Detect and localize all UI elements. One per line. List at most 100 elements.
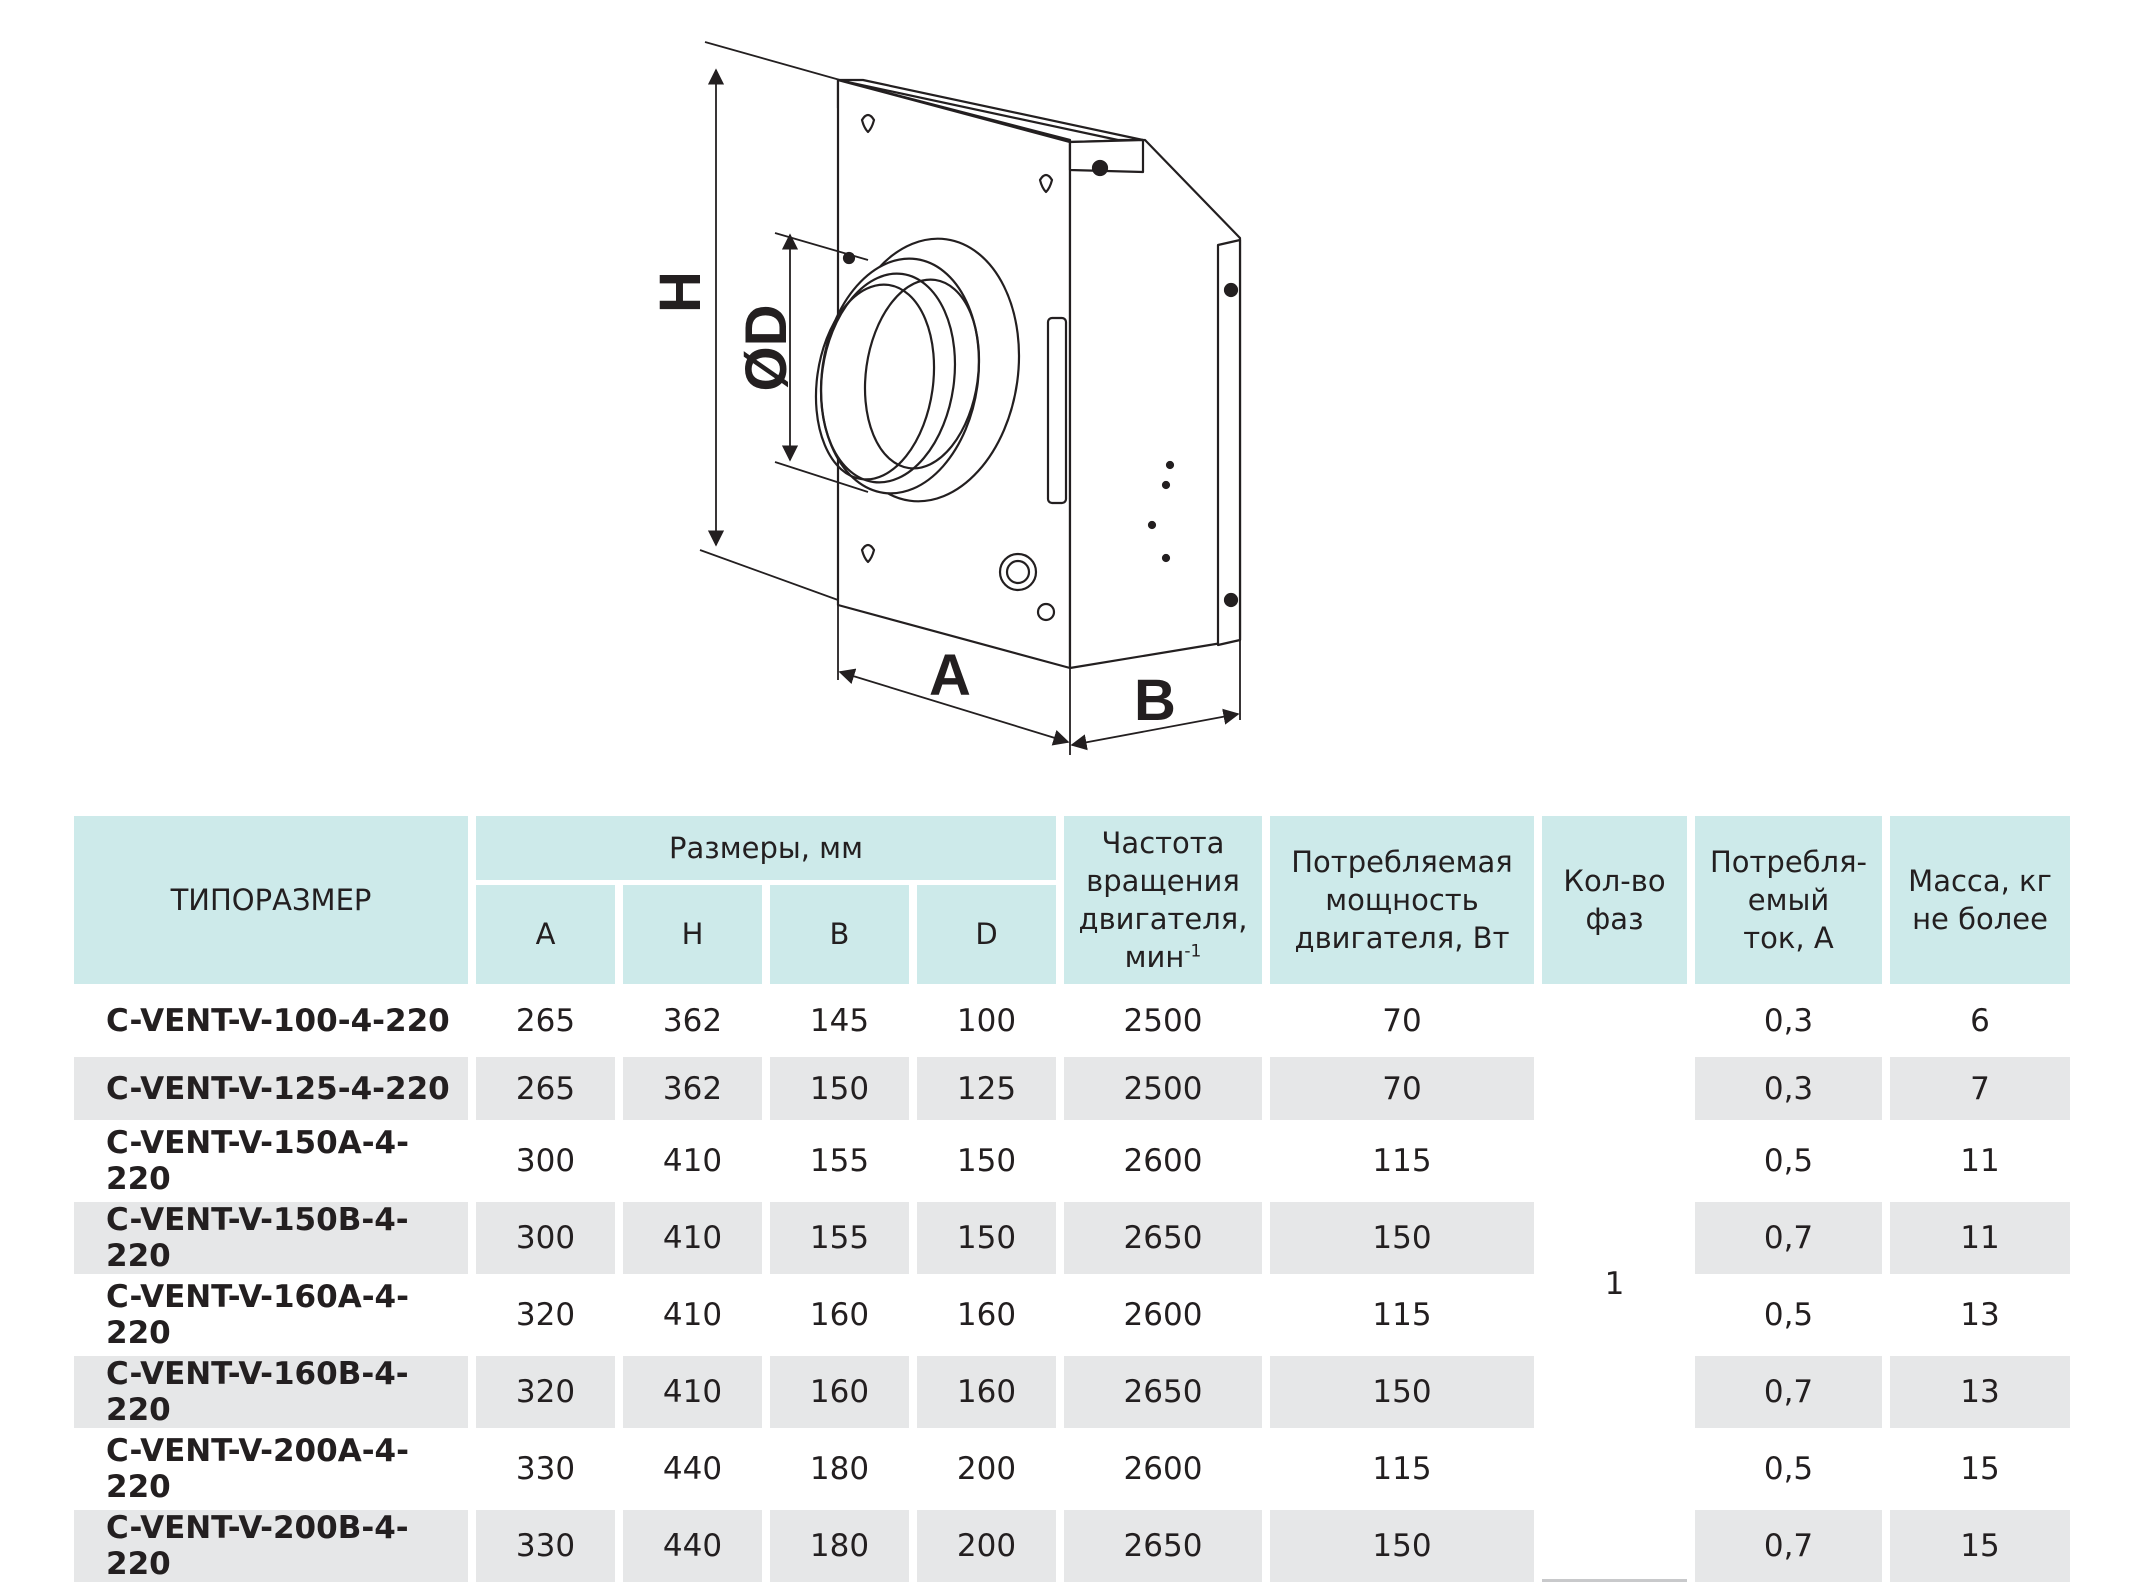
cell-power: 70 <box>1382 1002 1422 1039</box>
header-mass-line1: Масса, кг <box>1908 864 2052 898</box>
cell-dim-h: 410 <box>623 1356 762 1428</box>
cell-rpm: 2650 <box>1064 1510 1262 1582</box>
header-power-line2: мощность <box>1325 883 1479 917</box>
cell-model: C-VENT-V-200B-4-220 <box>74 1510 468 1582</box>
cell-dim-a: 265 <box>515 1002 576 1039</box>
cell-dim-d: 100 <box>956 1002 1017 1039</box>
header-phases-line2: фаз <box>1585 902 1644 936</box>
cell-power: 70 <box>1270 1057 1534 1120</box>
cell-mass: 15 <box>1960 1451 2000 1487</box>
fan-unit-drawing: H ØD A B <box>648 41 1242 755</box>
cell-power: 150 <box>1270 1356 1534 1428</box>
header-power-line3: двигателя, Вт <box>1294 921 1510 955</box>
table-row: C-VENT-V-150A-4-220 300 410 155 150 2600 115 0,… <box>74 1125 2070 1197</box>
cell-phases: 1 <box>1542 989 1687 1582</box>
cell-rpm: 2650 <box>1064 1356 1262 1428</box>
cell-model: C-VENT-V-150B-4-220 <box>74 1202 468 1274</box>
cell-model: C-VENT-V-150A-4-220 <box>106 1125 409 1197</box>
cell-rpm: 2650 <box>1064 1202 1262 1274</box>
cell-current: 0,5 <box>1763 1143 1814 1179</box>
dim-label-a: A <box>929 643 971 708</box>
cell-rpm: 2500 <box>1123 1002 1203 1039</box>
cell-dim-d: 160 <box>956 1297 1017 1333</box>
cell-dim-b: 180 <box>770 1510 909 1582</box>
cell-current: 0,7 <box>1695 1202 1882 1274</box>
cell-dim-d: 200 <box>956 1451 1017 1487</box>
header-phases: Кол-во фаз <box>1542 816 1687 984</box>
cell-mass: 15 <box>1890 1510 2070 1582</box>
cell-model: C-VENT-V-160A-4-220 <box>106 1279 409 1351</box>
cell-mass: 6 <box>1970 1002 1990 1039</box>
header-rpm-line1: Частота <box>1101 826 1225 860</box>
header-mass-line2: не более <box>1912 902 2048 936</box>
cell-dim-b: 180 <box>809 1451 870 1487</box>
cell-power: 115 <box>1372 1297 1432 1333</box>
header-phases-line1: Кол-во <box>1563 864 1666 898</box>
header-dim-b: B <box>770 884 909 984</box>
cell-current: 0,3 <box>1695 1057 1882 1120</box>
header-current-line2: емый <box>1747 883 1830 917</box>
cell-dim-b: 150 <box>770 1057 909 1120</box>
header-power: Потребляемая мощность двигателя, Вт <box>1270 816 1534 984</box>
cell-dim-a: 320 <box>515 1297 576 1333</box>
dim-label-b: B <box>1134 668 1176 733</box>
header-mass: Масса, кг не более <box>1890 816 2070 984</box>
specifications-table: ТИПОРАЗМЕР Размеры, мм Частота вращения … <box>66 811 2078 1587</box>
cell-current: 0,3 <box>1763 1002 1814 1039</box>
cell-dim-d: 160 <box>917 1356 1056 1428</box>
cell-mass: 7 <box>1890 1057 2070 1120</box>
cell-rpm: 2500 <box>1064 1057 1262 1120</box>
cell-dim-h: 440 <box>623 1510 762 1582</box>
cell-power: 115 <box>1372 1143 1432 1179</box>
cell-dim-d: 150 <box>917 1202 1056 1274</box>
cell-dim-a: 300 <box>515 1143 576 1179</box>
header-rpm-line3: двигателя, <box>1078 902 1248 936</box>
cell-dim-a: 300 <box>476 1202 615 1274</box>
cell-power: 115 <box>1372 1451 1432 1487</box>
cell-dim-h: 440 <box>662 1451 723 1487</box>
cell-dim-a: 330 <box>476 1510 615 1582</box>
cell-dim-a: 320 <box>476 1356 615 1428</box>
cell-mass: 11 <box>1960 1143 2000 1179</box>
cell-dim-b: 145 <box>809 1002 870 1039</box>
header-model: ТИПОРАЗМЕР <box>74 816 468 984</box>
header-dim-h: H <box>623 884 762 984</box>
header-rpm-line2: вращения <box>1086 864 1240 898</box>
header-current-line1: Потребля- <box>1709 845 1868 879</box>
cell-dim-b: 155 <box>809 1143 870 1179</box>
header-rpm-unit: мин <box>1124 940 1185 974</box>
cell-dim-d: 200 <box>917 1510 1056 1582</box>
dim-label-d: ØD <box>734 305 799 392</box>
cell-dim-a: 330 <box>515 1451 576 1487</box>
cell-dim-d: 150 <box>956 1143 1017 1179</box>
cell-model: C-VENT-V-125-4-220 <box>74 1057 468 1120</box>
cell-rpm: 2600 <box>1123 1297 1203 1333</box>
cell-dim-a: 265 <box>476 1057 615 1120</box>
cell-rpm: 2600 <box>1123 1143 1203 1179</box>
header-rpm-exp: -1 <box>1184 941 1202 962</box>
header-rpm: Частота вращения двигателя, мин-1 <box>1064 816 1262 984</box>
cell-dim-h: 410 <box>662 1143 723 1179</box>
cell-power: 150 <box>1270 1510 1534 1582</box>
cell-dim-h: 410 <box>623 1202 762 1274</box>
cell-model: C-VENT-V-200A-4-220 <box>106 1433 409 1505</box>
cell-current: 0,7 <box>1695 1510 1882 1582</box>
cell-mass: 13 <box>1960 1297 2000 1333</box>
cell-rpm: 2600 <box>1123 1451 1203 1487</box>
dim-label-h: H <box>648 271 713 313</box>
cell-mass: 13 <box>1890 1356 2070 1428</box>
cell-mass: 11 <box>1890 1202 2070 1274</box>
header-current-line3: ток, А <box>1743 921 1834 955</box>
cell-dim-h: 362 <box>623 1057 762 1120</box>
header-power-line1: Потребляемая <box>1291 845 1513 879</box>
cell-dim-h: 362 <box>662 1002 723 1039</box>
cell-dim-b: 160 <box>809 1297 870 1333</box>
